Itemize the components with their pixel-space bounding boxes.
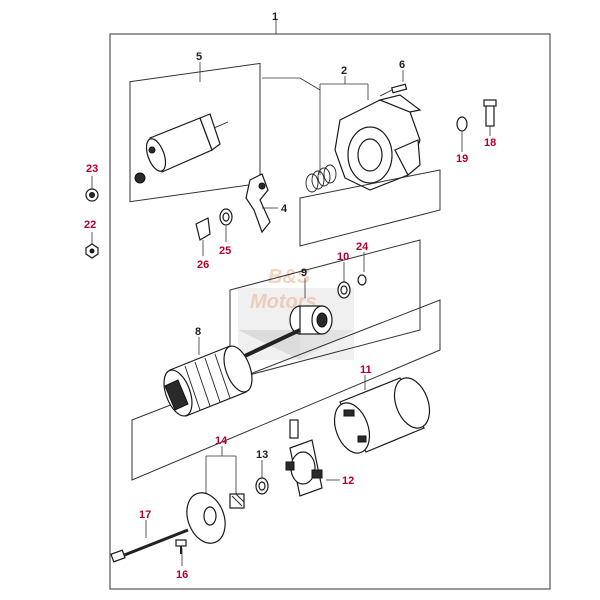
ring-10 [337, 281, 351, 299]
through-bolt-17 [110, 528, 189, 563]
callout-19: 19 [456, 153, 468, 165]
callout-23: 23 [86, 163, 98, 175]
washer-24 [357, 274, 367, 286]
callout-13: 13 [256, 449, 268, 461]
callout-2: 2 [341, 65, 347, 77]
screw-16 [175, 539, 187, 554]
callout-1: 1 [272, 11, 278, 23]
callout-10: 10 [337, 251, 349, 263]
callout-22: 22 [84, 219, 96, 231]
nut-23 [85, 188, 99, 202]
armature-8 [163, 328, 301, 417]
callout-11: 11 [360, 364, 372, 376]
callout-9: 9 [301, 267, 307, 279]
pinion-9 [289, 305, 333, 335]
callout-12: 12 [342, 475, 354, 487]
yoke-11 [333, 377, 431, 454]
callout-25: 25 [219, 245, 231, 257]
spring-part [305, 164, 337, 193]
bolt-6 [379, 83, 408, 97]
lever-part [245, 173, 271, 234]
callout-26: 26 [197, 259, 209, 271]
callout-8: 8 [195, 326, 201, 338]
washer-13 [255, 477, 269, 495]
armature-group-frame [131, 299, 441, 481]
callout-4: 4 [281, 203, 288, 215]
nut-22 [85, 243, 99, 259]
callout-16: 16 [176, 569, 188, 581]
callout-6: 6 [399, 59, 405, 71]
drive-housing-part [334, 94, 422, 191]
washer-19 [456, 116, 468, 132]
assembly-frame [109, 33, 551, 590]
bolt-18 [483, 99, 497, 127]
callout-14: 14 [215, 435, 228, 447]
callout-24: 24 [356, 241, 369, 253]
callout-17: 17 [139, 509, 151, 521]
plate-26 [195, 217, 211, 241]
rear-cover-14 [186, 492, 245, 544]
washer-25 [219, 208, 233, 226]
brush-holder-12 [285, 419, 323, 497]
callout-5: 5 [196, 51, 202, 63]
lever-group-frame [299, 169, 441, 247]
solenoid-part [134, 113, 229, 184]
callout-18: 18 [484, 137, 496, 149]
